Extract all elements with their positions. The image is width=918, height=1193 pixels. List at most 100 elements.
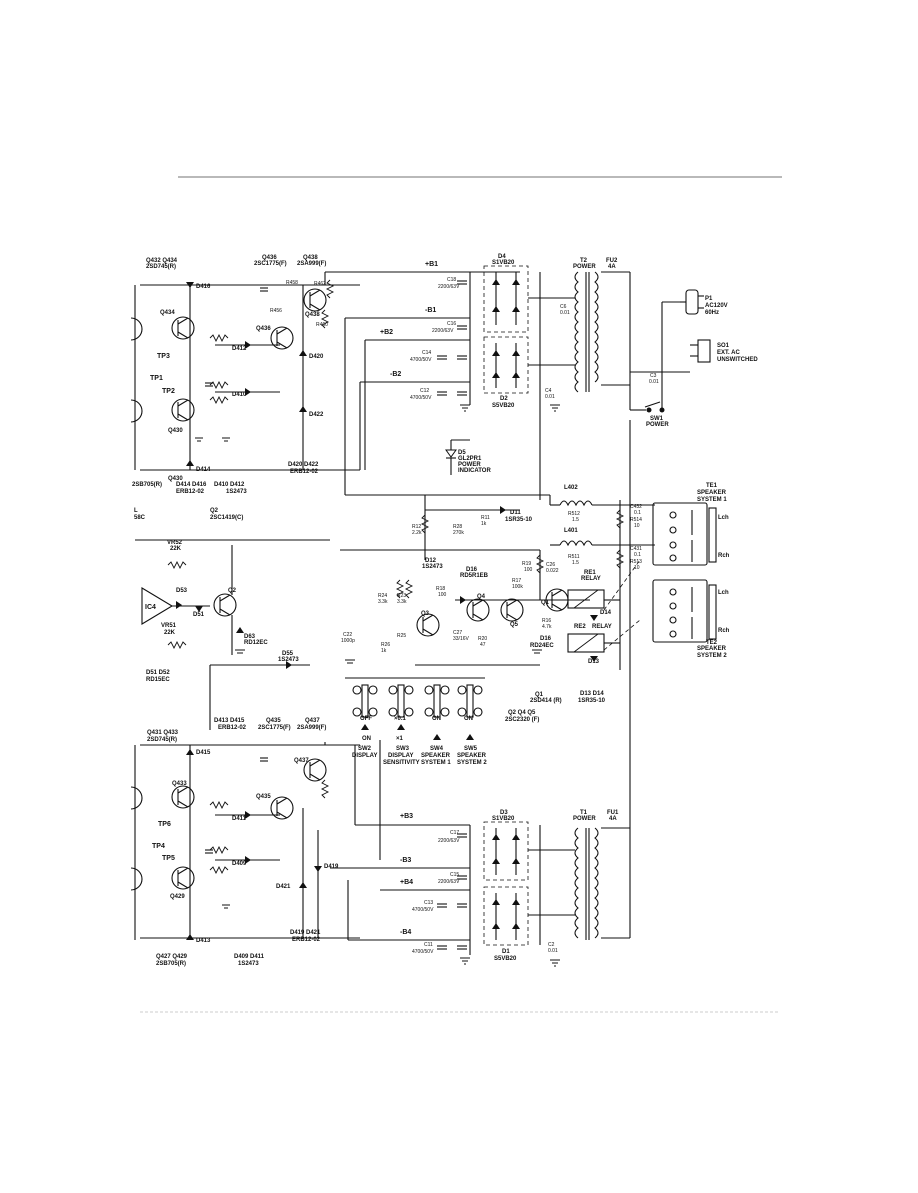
label-sw4-on: ON	[432, 716, 441, 722]
label-d63: D63	[244, 634, 256, 640]
label-c17-v: 2200/63V	[438, 838, 460, 844]
sw5-switch[interactable]	[457, 684, 483, 718]
sw2-switch[interactable]	[352, 684, 378, 718]
protection-circuit	[340, 494, 641, 670]
label-c432-v: 0.1	[634, 510, 641, 516]
label-r18-v: 100	[438, 592, 447, 598]
label-fu2: FU2	[606, 258, 618, 264]
label-q4: Q4	[477, 594, 486, 600]
label-b4p: +B4	[400, 879, 413, 886]
label-t1: T1	[580, 810, 588, 816]
label-c26: C26	[546, 562, 555, 568]
label-sw4: SW4	[430, 746, 444, 752]
label-sw5-on: ON	[464, 716, 473, 722]
lower-rails	[324, 742, 471, 955]
switch-bank	[345, 677, 485, 860]
label-c13-v: 4700/50V	[412, 907, 434, 913]
label-l402: L402	[564, 485, 578, 491]
label-q435b: Q435	[256, 794, 271, 800]
label-r458: R458	[286, 280, 298, 286]
label-r26: R26	[381, 642, 390, 648]
label-1s2473-2: 1S2473	[238, 961, 259, 967]
label-ic4: IC4	[145, 604, 156, 611]
sw3-switch[interactable]	[388, 684, 414, 718]
label-r19-v: 100	[524, 567, 533, 573]
label-q431-part: 2SD745(R)	[147, 737, 177, 743]
label-r16: R16	[542, 618, 551, 624]
label-fu1: FU1	[607, 810, 619, 816]
transformer-t1	[574, 420, 631, 940]
label-c2: C2	[548, 942, 555, 948]
label-d12-part: 1S2473	[422, 564, 443, 570]
label-q437-part: 2SA999(F)	[297, 725, 326, 731]
label-fu1-rating: 4A	[609, 816, 617, 822]
label-r58c: 58C	[134, 515, 146, 521]
sw4-switch[interactable]	[424, 684, 450, 718]
label-sw2-on: ON	[362, 736, 371, 742]
label-d422: D422	[309, 412, 324, 418]
label-sw5-l2: SYSTEM 2	[457, 760, 487, 766]
label-l401: L401	[564, 528, 578, 534]
label-b4m: -B4	[400, 929, 411, 936]
label-c27-v: 33/16V	[453, 636, 470, 642]
label-d421: D421	[276, 884, 291, 890]
label-q432-part: 2SD745(R)	[146, 264, 176, 270]
label-sw4-l2: SYSTEM 1	[421, 760, 451, 766]
label-d12: D12	[425, 558, 437, 564]
label-sw3-x01: ×0.1	[394, 716, 407, 722]
label-t2-power: POWER	[573, 264, 596, 270]
label-r28-v: 270k	[453, 530, 464, 536]
label-d5-l2: INDICATOR	[458, 468, 491, 474]
label-lch-1: Lch	[718, 515, 729, 521]
label-d51: D51	[193, 612, 205, 618]
lower-caps	[437, 833, 467, 950]
label-d53: D53	[176, 588, 188, 594]
label-d63-part: RD12EC	[244, 640, 268, 646]
label-d414-d416: D414 D416	[176, 482, 207, 488]
label-q438: Q438	[303, 255, 318, 261]
label-r26-v: 1k	[381, 648, 387, 654]
label-r11-v: 1k	[481, 521, 487, 527]
label-q433: Q433	[172, 781, 187, 787]
label-d16: D16	[466, 567, 478, 573]
label-r12: R12	[412, 524, 421, 530]
label-r513-v: 10	[634, 565, 640, 571]
label-q429: Q429	[170, 894, 185, 900]
label-erb12-4: ERB12-02	[292, 937, 321, 943]
label-d51-d52: D51 D52	[146, 670, 170, 676]
label-q427-q429: Q427 Q429	[156, 954, 188, 960]
label-d51-d52-part: RD15EC	[146, 677, 170, 683]
label-sw2: SW2	[358, 746, 372, 752]
label-b3m: -B3	[400, 857, 411, 864]
label-c18-v: 2200/63V	[438, 284, 460, 290]
label-d415: D415	[196, 750, 211, 756]
label-c22-v: 1000p	[341, 638, 355, 644]
label-d420: D420	[309, 354, 324, 360]
transformer-t2	[574, 271, 631, 410]
label-d55: D55	[282, 651, 294, 657]
label-d16b-part: RD24EC	[530, 643, 554, 649]
upper-amplifier	[130, 279, 360, 471]
label-d11-part: 1SR35-10	[505, 517, 533, 523]
label-te2-l1: SPEAKER	[697, 646, 727, 652]
label-r19: R19	[522, 561, 531, 567]
label-s5vb20-1: S5VB20	[492, 403, 515, 409]
label-vr52: VR52	[167, 540, 183, 546]
label-c22: C22	[343, 632, 352, 638]
label-c12: C12	[420, 388, 429, 394]
label-r514: R514	[630, 517, 642, 523]
label-q436b: Q436	[256, 326, 271, 332]
label-r511: R511	[568, 554, 580, 560]
label-d410-d412: D410 D412	[214, 482, 245, 488]
label-r18: R18	[436, 586, 445, 592]
label-d14: D14	[600, 610, 612, 616]
upper-labels: Q432 Q434 2SD745(R) Q436 2SC1775(F) Q438…	[132, 255, 328, 495]
label-r460: R460	[316, 322, 328, 328]
label-q1-part: 2SD414 (R)	[530, 698, 562, 704]
label-p1-freq: 60Hz	[705, 310, 719, 316]
label-sw3-l2: SENSITIVITY	[383, 760, 420, 766]
label-q432: Q432 Q434	[146, 258, 178, 264]
lower-amplifier	[130, 744, 360, 940]
power-indicator-led	[445, 439, 470, 475]
label-q430: Q430	[168, 428, 183, 434]
